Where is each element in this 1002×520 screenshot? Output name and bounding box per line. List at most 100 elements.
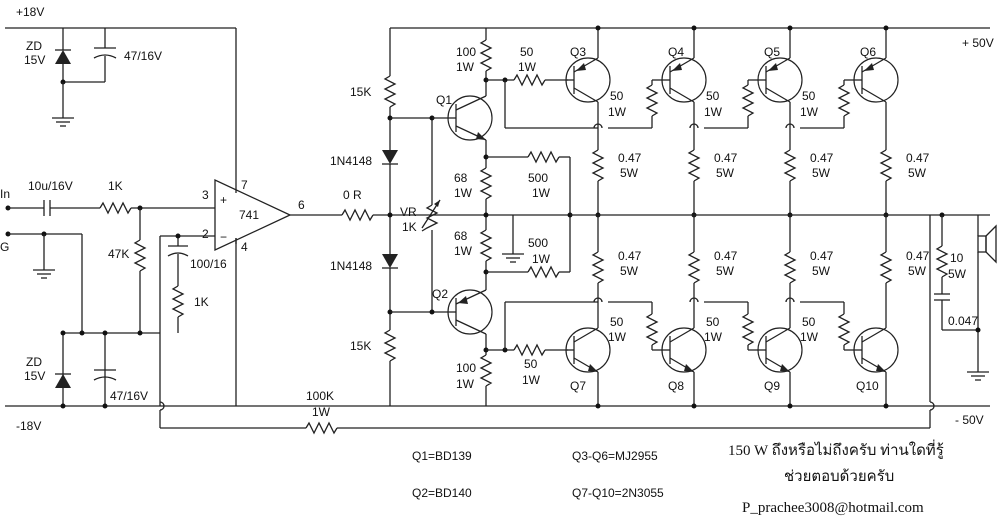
r047-top-watt-1: 5W: [620, 166, 639, 180]
d1-label: 1N4148: [330, 154, 372, 168]
r50-top-watt-2: 1W: [704, 105, 723, 119]
neg18-label: -18V: [16, 419, 41, 433]
note-q3-q6: Q3-Q6=MJ2955: [572, 449, 658, 463]
zd-top-label: ZD: [26, 39, 42, 53]
note-q1: Q1=BD139: [412, 449, 472, 463]
note-thai-line1: 150 W ถึงหรือไม่ถึงครับ ท่านใดที่รู้: [728, 439, 944, 459]
output-section: 0.475W0.475W0.475W0.475W501W501W0.475W0.…: [565, 25, 930, 409]
q6-label: Q6: [860, 45, 876, 59]
rzobel-value: 10: [950, 251, 964, 265]
r68b-watt: 1W: [454, 244, 473, 258]
r50-bot-value: 50: [524, 357, 538, 371]
zd-bot-voltage: 15V: [24, 369, 45, 383]
input-section: [5, 200, 930, 435]
q9-hop: [689, 297, 699, 303]
r50-top-value-2: 50: [706, 89, 720, 103]
r1k-label: 1K: [108, 179, 123, 193]
q3-label: Q3: [570, 45, 586, 59]
note-q2: Q2=BD140: [412, 486, 472, 500]
r047-bot-1: [591, 251, 605, 284]
q9-label: Q9: [764, 379, 780, 393]
r047-bot-3: [783, 251, 797, 284]
q4-collector: [669, 87, 695, 103]
r047-top-4: [879, 149, 893, 182]
minus-sign: −: [220, 230, 227, 244]
q9-rail-node: [787, 403, 793, 409]
pin2-label: 2: [202, 227, 209, 241]
czobel-label: 0.047: [948, 314, 978, 328]
r50-bot-watt-1: 1W: [608, 330, 627, 344]
q7-arrow: [588, 364, 598, 372]
r047-bot-2: [687, 251, 701, 284]
r500b-watt: 1W: [532, 252, 551, 266]
r047-top-value-1: 0.47: [618, 151, 642, 165]
r50-top-value-1: 50: [610, 89, 624, 103]
q6-collector: [861, 87, 887, 103]
r50-top-watt: 1W: [518, 60, 537, 74]
r047-top-watt-3: 5W: [812, 166, 831, 180]
r50-bot-watt-3: 1W: [800, 330, 819, 344]
opamp-label: 741: [239, 208, 259, 222]
r50-bot-value-1: 50: [610, 315, 624, 329]
zd-top-voltage: 15V: [24, 53, 45, 67]
r50-top-value-3: 50: [802, 89, 816, 103]
q5-collector: [765, 87, 791, 103]
r50-top-watt-1: 1W: [608, 105, 627, 119]
r100-top-value: 100: [456, 45, 476, 59]
r047-top-1: [591, 149, 605, 182]
opamp-741: [214, 178, 570, 252]
d2-label: 1N4148: [330, 259, 372, 273]
r50-bot-1: [645, 313, 659, 346]
r047-top-3: [783, 149, 797, 182]
plus-sign: +: [220, 193, 227, 207]
r1k-b-label: 1K: [194, 295, 209, 309]
pos50-label: + 50V: [962, 36, 994, 50]
r047-top-value-3: 0.47: [810, 151, 834, 165]
ground-input-label: G: [0, 240, 9, 254]
note-email: P_prachee3008@hotmail.com: [742, 500, 924, 516]
q10-label: Q10: [856, 379, 879, 393]
r0-label: 0 R: [343, 188, 362, 202]
r047-bot-4: [879, 251, 893, 284]
rfb-value: 100K: [306, 389, 334, 403]
r50-top-2: [741, 84, 755, 117]
q7-collector: [573, 327, 599, 343]
r500b-value: 500: [528, 236, 548, 250]
r50-bot-value-3: 50: [802, 315, 816, 329]
q6-arrow: [864, 63, 874, 71]
r50-bot-3: [837, 313, 851, 346]
cap-bot-label: 47/16V: [110, 389, 148, 403]
r50-bot-watt: 1W: [522, 373, 541, 387]
pin3-label: 3: [202, 188, 209, 202]
q4-label: Q4: [668, 45, 684, 59]
r500a-watt: 1W: [532, 186, 551, 200]
cfb-label: 100/16: [190, 257, 227, 271]
r47k-label: 47K: [108, 247, 129, 261]
load-section: [570, 212, 997, 428]
q8-rail-node: [691, 403, 697, 409]
q6-rail-node: [883, 25, 889, 31]
r047-bot-value-2: 0.47: [714, 249, 738, 263]
q9-arrow: [780, 364, 790, 372]
q1-label: Q1: [436, 93, 452, 107]
r100-top-watt: 1W: [456, 60, 475, 74]
q8-hop: [593, 297, 603, 303]
q10-hop: [785, 297, 795, 303]
q5-rail-node: [787, 25, 793, 31]
pin4-label: 4: [241, 240, 248, 254]
r047-bot-value-1: 0.47: [618, 249, 642, 263]
r50-top-3: [837, 84, 851, 117]
supply-section: [5, 27, 237, 409]
r100-bot-watt: 1W: [456, 377, 475, 391]
q2-label: Q2: [432, 287, 448, 301]
pin7-label: 7: [241, 178, 248, 192]
r047-bot-value-3: 0.47: [810, 249, 834, 263]
q8-collector: [669, 327, 695, 343]
q4-arrow: [672, 63, 682, 71]
r047-bot-watt-1: 5W: [620, 264, 639, 278]
note-thai-line2: ช่วยตอบด้วยครับ: [784, 468, 894, 485]
q10-rail-node: [883, 403, 889, 409]
r50-bot-2: [741, 313, 755, 346]
